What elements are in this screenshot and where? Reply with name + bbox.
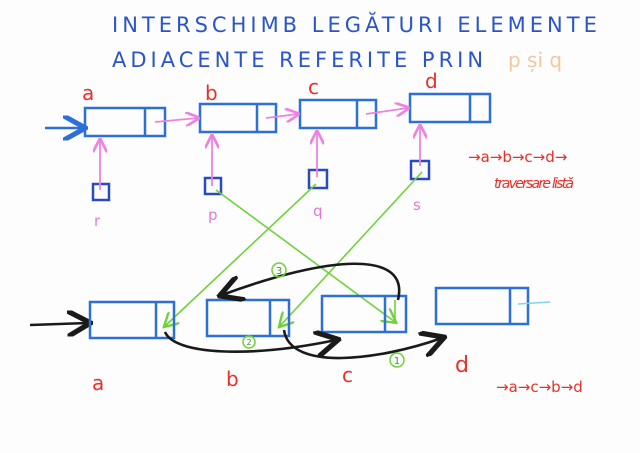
- link-b-c: [265, 114, 298, 118]
- traversal-caption: traversare listă: [494, 176, 574, 192]
- bottom-node-a: [88, 300, 176, 340]
- pointer-label-r: r: [94, 212, 101, 230]
- step-2-badge: 2: [242, 335, 256, 349]
- step-3-badge: 3: [271, 262, 287, 278]
- bottom-label-b: b: [226, 367, 239, 391]
- top-node-a: [83, 106, 167, 138]
- top-node-c: [298, 98, 378, 130]
- top-label-c: c: [308, 75, 319, 99]
- green-link-p-to-c: [215, 189, 395, 322]
- bottom-head-arrow: [29, 323, 88, 325]
- step-1-badge: 1: [389, 352, 405, 368]
- title-line-1: INTERSCHIMB LEGĂTURI ELEMENTE: [112, 11, 601, 37]
- svg-text:1: 1: [394, 356, 400, 367]
- title-p-si-q: p și q: [508, 48, 562, 72]
- green-link-q-to-a: [165, 183, 317, 326]
- traversal-after: →a→c→b→d: [496, 378, 583, 396]
- bottom-node-d: [434, 286, 551, 326]
- link-c-d: [365, 108, 408, 114]
- bottom-node-c: [320, 294, 408, 334]
- pointer-q: [307, 132, 329, 190]
- pointer-label-q: q: [313, 202, 323, 220]
- top-node-d: [408, 92, 492, 124]
- pointer-p: [203, 136, 223, 196]
- top-label-b: b: [205, 81, 218, 105]
- pointer-r: [91, 140, 111, 202]
- svg-text:3: 3: [276, 266, 282, 277]
- traversal-before: →a→b→c→d→: [468, 148, 567, 166]
- relink-3-c-to-b: [222, 262, 401, 300]
- relink-1-b-to-d: [282, 329, 442, 360]
- pointer-label-p: p: [208, 206, 218, 224]
- bottom-label-d: d: [455, 353, 469, 378]
- green-link-s-to-b: [280, 171, 423, 326]
- bottom-node-b: [205, 298, 291, 338]
- svg-text:2: 2: [246, 338, 251, 347]
- top-label-d: d: [425, 69, 438, 93]
- relink-2-a-to-c: [163, 332, 336, 352]
- pointer-s: [409, 126, 431, 181]
- title-line-2: ADIACENTE REFERITE PRIN: [112, 48, 487, 72]
- link-a-b: [154, 118, 198, 122]
- top-node-b: [198, 102, 278, 134]
- bottom-label-c: c: [342, 363, 353, 387]
- top-label-a: a: [82, 81, 94, 105]
- bottom-label-a: a: [92, 371, 104, 395]
- pointer-label-s: s: [413, 196, 421, 214]
